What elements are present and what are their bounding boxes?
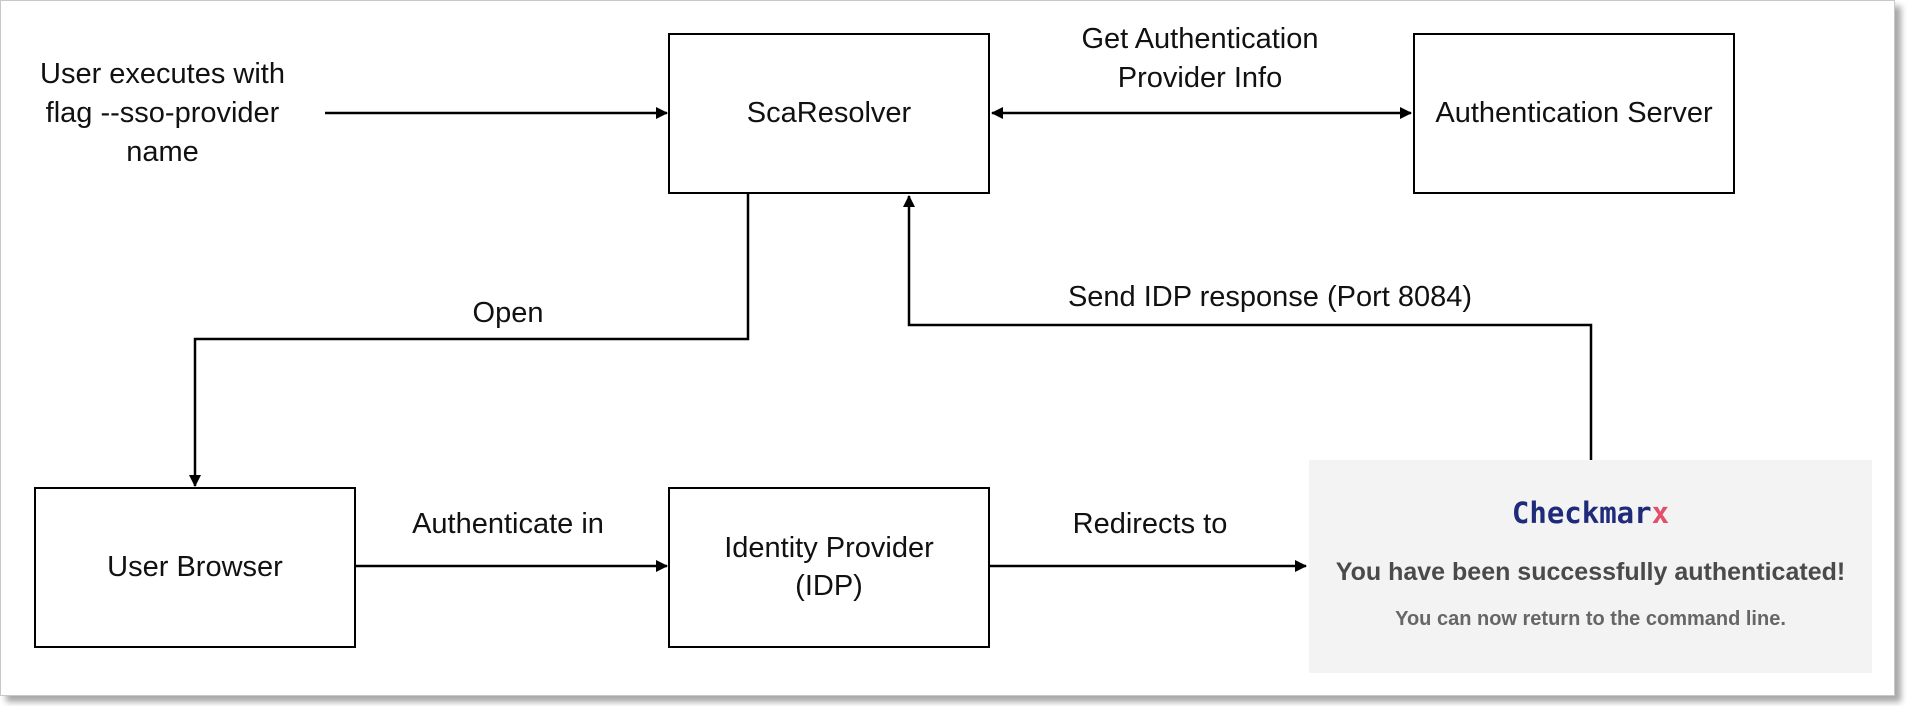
return-hint: You can now return to the command line. [1395, 608, 1786, 630]
success-panel: Checkmarx You have been successfully aut… [1309, 460, 1872, 673]
edge-open [189, 193, 750, 487]
label-user-executes: User executes with flag --sso-provider n… [10, 55, 315, 172]
label-get-auth-provider-info: Get Authentication Provider Info [1030, 20, 1370, 98]
node-idp-label-line1: Identity Provider [724, 531, 934, 564]
node-user-browser: User Browser [34, 487, 356, 648]
label-authenticate-in-text: Authenticate in [412, 508, 604, 540]
label-redirects-to-text: Redirects to [1072, 508, 1228, 540]
label-send-idp-response-text: Send IDP response (Port 8084) [1067, 281, 1473, 313]
node-authentication-server-label: Authentication Server [1435, 96, 1713, 129]
success-message: You have been successfully authenticated… [1335, 558, 1846, 586]
node-identity-provider: Identity Provider (IDP) [668, 487, 990, 648]
label-send-idp-response: Send IDP response (Port 8084) [1030, 278, 1510, 317]
checkmarx-logo-text: Checkmar [1511, 496, 1652, 530]
edge-send-idp-response [903, 195, 1593, 460]
node-user-browser-label: User Browser [107, 550, 283, 583]
label-redirects-to: Redirects to [1040, 505, 1260, 544]
label-get-auth-line1: Get Authentication [1081, 23, 1319, 55]
checkmarx-logo: Checkmarx [1309, 496, 1872, 530]
label-get-auth-line2: Provider Info [1117, 62, 1283, 95]
label-user-executes-line3: name [126, 136, 199, 169]
node-authentication-server: Authentication Server [1413, 33, 1735, 194]
label-authenticate-in: Authenticate in [388, 505, 628, 544]
checkmarx-logo-mark: x [1651, 496, 1670, 530]
node-scaresolver: ScaResolver [668, 33, 990, 194]
label-user-executes-line2: flag --sso-provider [45, 97, 280, 130]
node-scaresolver-label: ScaResolver [746, 96, 912, 129]
node-idp-label-line2: (IDP) [795, 569, 863, 602]
label-open: Open [448, 294, 568, 333]
label-user-executes-line1: User executes with [40, 58, 285, 90]
label-open-text: Open [472, 297, 544, 329]
